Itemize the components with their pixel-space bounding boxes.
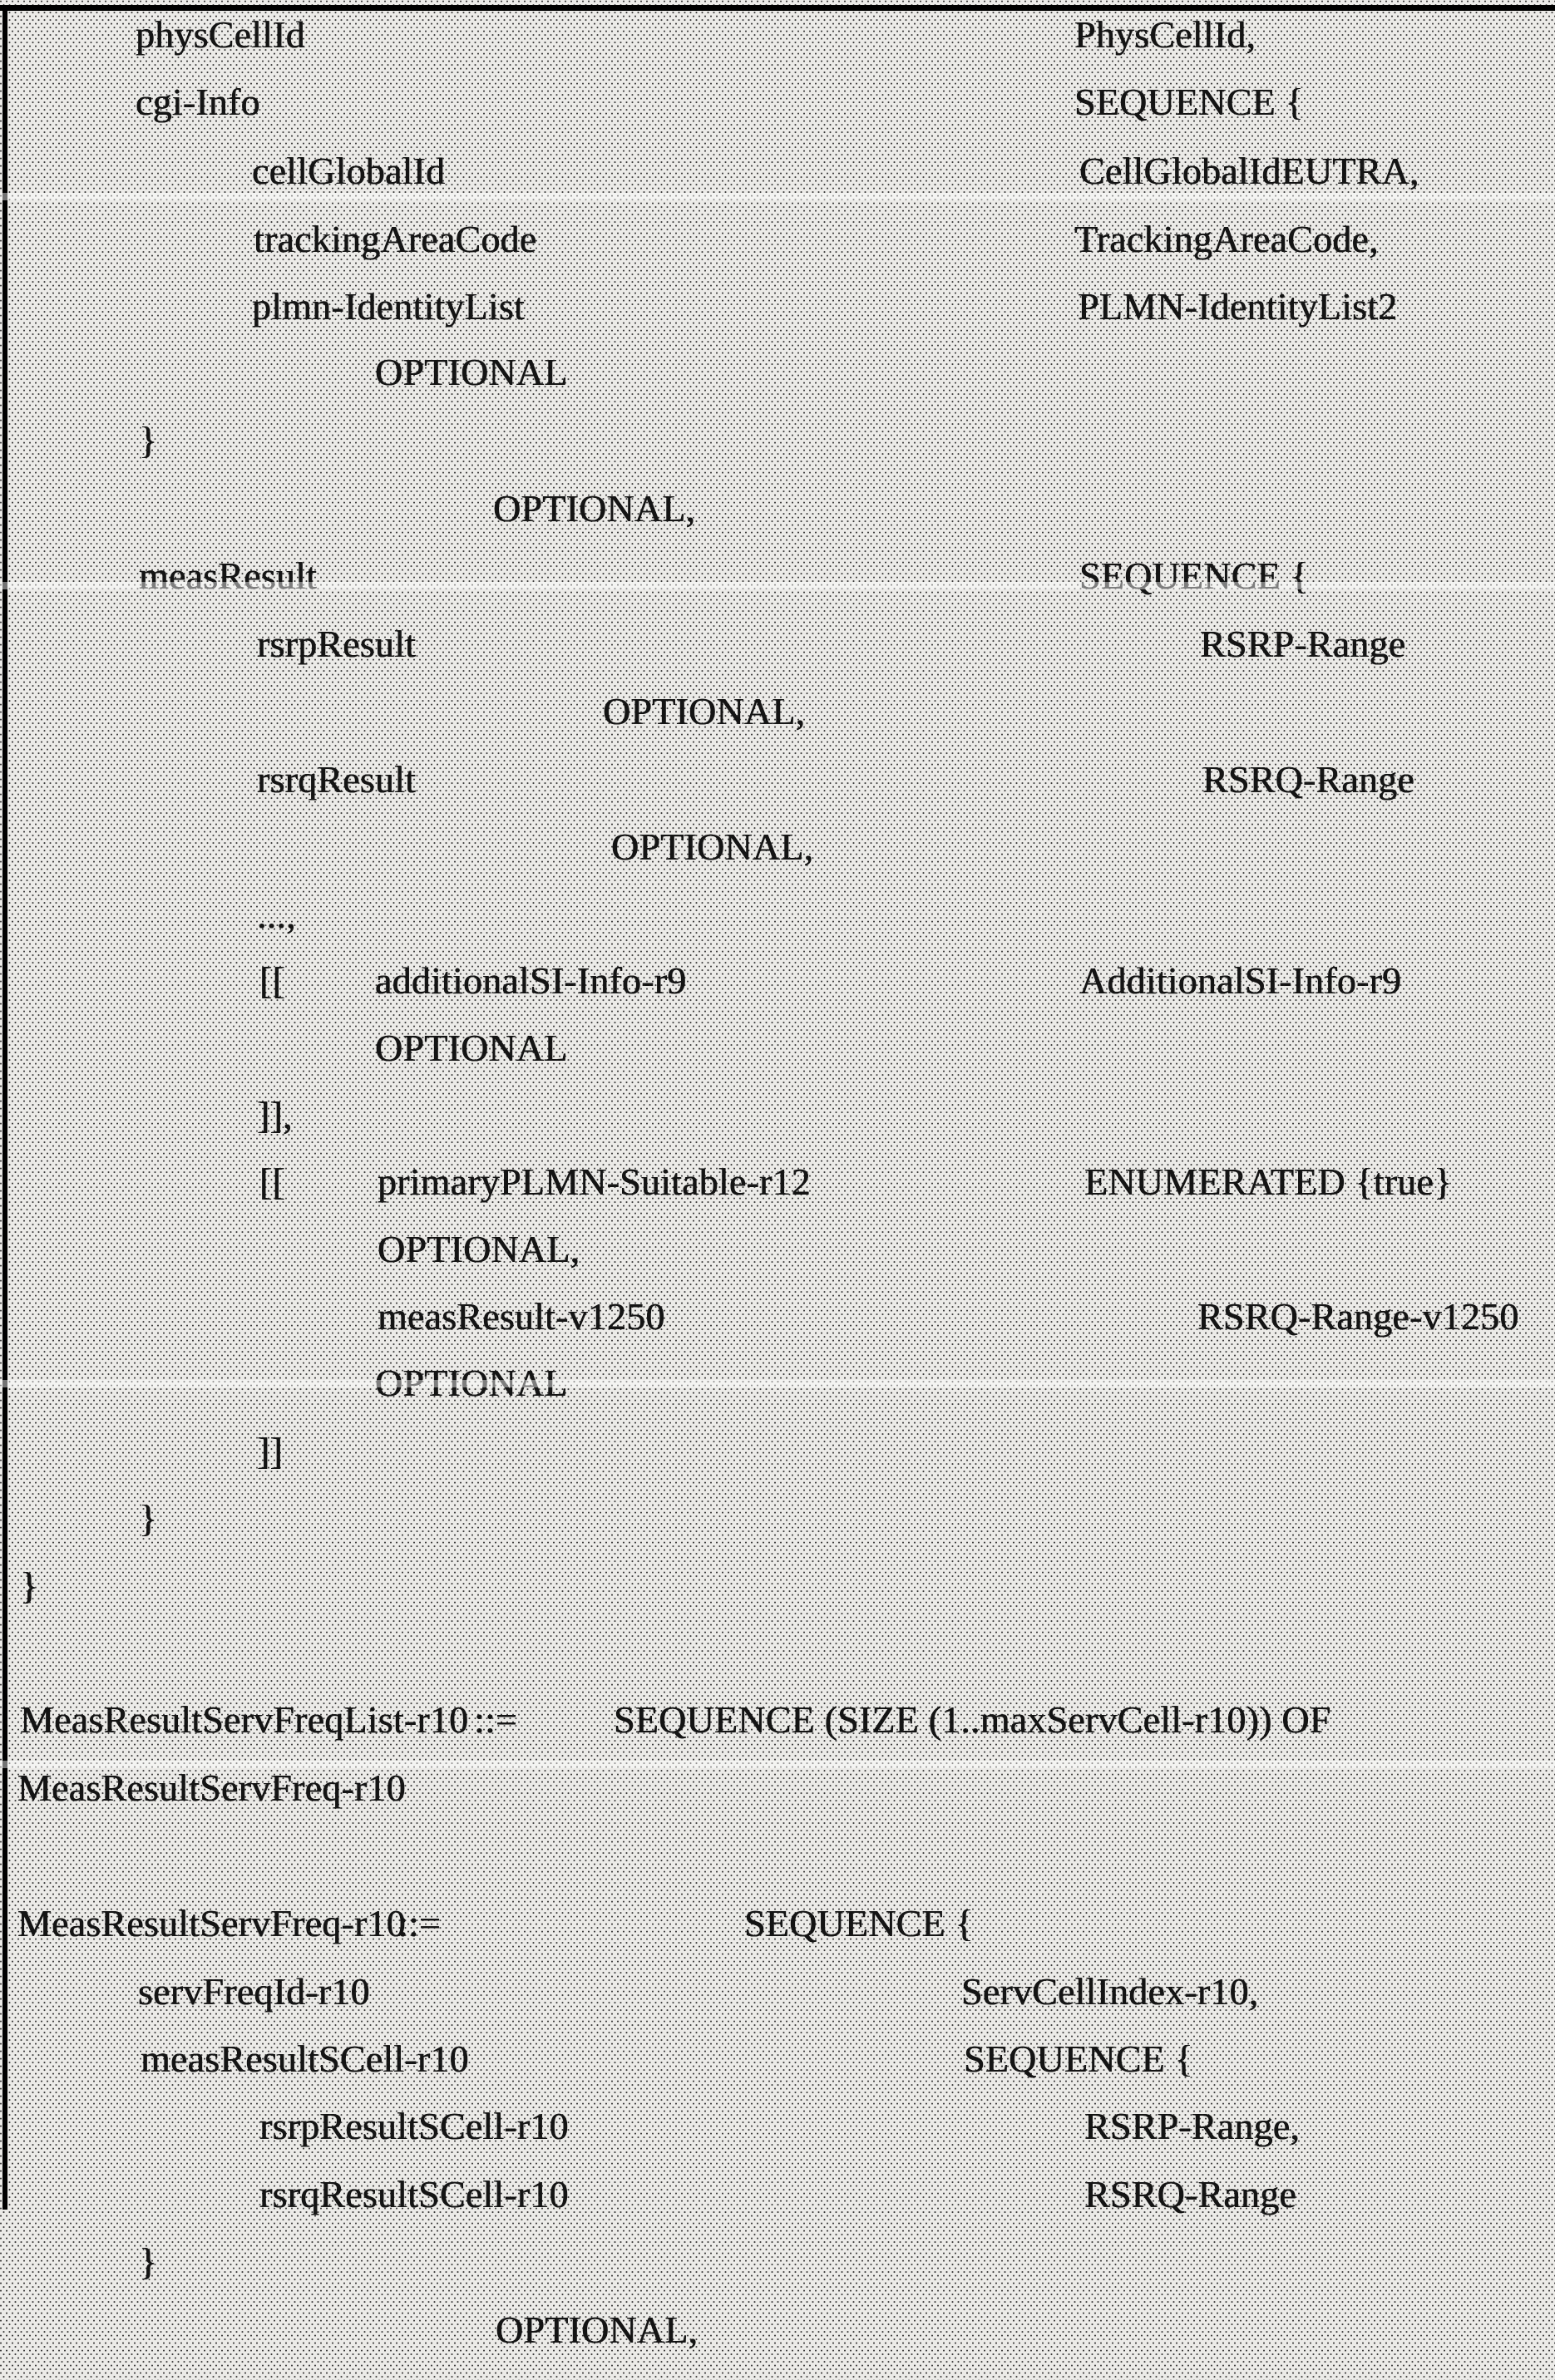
code-text: RSRQ-Range	[1202, 758, 1414, 801]
code-line: plmn-IdentityList PLMN-IdentityList2	[0, 283, 1555, 330]
scan-artifact-band	[0, 1380, 1555, 1387]
code-line: rsrpResultSCell-r10 RSRP-Range,	[0, 2103, 1555, 2150]
code-line: ]],	[0, 1092, 1555, 1139]
code-text: physCellId	[136, 13, 305, 56]
code-text: TrackingAreaCode,	[1074, 218, 1379, 260]
code-line: OPTIONAL	[0, 1025, 1555, 1072]
code-text: OPTIONAL,	[493, 487, 696, 530]
code-text: }	[139, 2240, 158, 2283]
code-text: SEQUENCE {	[1079, 554, 1309, 597]
code-text: [[	[259, 959, 286, 1002]
code-text: SEQUENCE {	[744, 1902, 974, 1944]
code-line: trackingAreaCode TrackingAreaCode,	[0, 216, 1555, 263]
code-line: rsrqResult RSRQ-Range	[0, 756, 1555, 803]
code-text: ]]	[257, 1430, 284, 1472]
code-text: MeasResultServFreq-r10	[17, 1767, 406, 1809]
code-text: rsrpResultSCell-r10	[259, 2105, 569, 2147]
page-left-border	[2, 5, 7, 2210]
code-text: rsrqResult	[257, 758, 417, 801]
code-text: SEQUENCE {	[1074, 81, 1304, 123]
code-line: }	[0, 2239, 1555, 2285]
code-line: }	[0, 1496, 1555, 1542]
code-text: ::=	[397, 1902, 442, 1944]
code-line: rsrpResult RSRP-Range	[0, 621, 1555, 668]
code-line: MeasResultServFreq-r10	[0, 1765, 1555, 1811]
code-text: trackingAreaCode	[254, 218, 537, 260]
code-line: [[ primaryPLMN-Suitable-r12 ENUMERATED {tr…	[0, 1159, 1555, 1205]
code-line: OPTIONAL,	[0, 1226, 1555, 1273]
code-text: MeasResultServFreq-r10	[17, 1902, 406, 1944]
code-line: ]]	[0, 1428, 1555, 1475]
code-line: cellGlobalId CellGlobalIdEUTRA,	[0, 148, 1555, 195]
code-text: RSRQ-Range	[1084, 2173, 1296, 2215]
code-line: cgi-Info SEQUENCE {	[0, 79, 1555, 126]
code-line: OPTIONAL	[0, 349, 1555, 396]
code-text: RSRP-Range,	[1084, 2105, 1301, 2147]
code-text: MeasResultServFreqList-r10	[20, 1698, 469, 1741]
code-text: [[	[259, 1160, 286, 1203]
code-line: measResult-v1250 RSRQ-Range-v1250	[0, 1293, 1555, 1340]
code-line: physCellId PhysCellId,	[0, 12, 1555, 58]
code-line: }	[0, 1563, 1555, 1609]
code-text: measResultSCell-r10	[141, 2038, 469, 2080]
code-text: OPTIONAL	[375, 351, 568, 393]
code-text: OPTIONAL,	[496, 2309, 699, 2351]
code-line: OPTIONAL,	[0, 688, 1555, 735]
code-text: SEQUENCE {	[964, 2038, 1193, 2080]
code-text: ]],	[257, 1094, 293, 1136]
code-text: cgi-Info	[136, 81, 260, 123]
code-text: }	[139, 1497, 158, 1540]
code-text: ServCellIndex-r10,	[961, 1970, 1259, 2013]
code-line: [[ additionalSI-Info-r9 AdditionalSI-Info-…	[0, 958, 1555, 1004]
code-line: ...,	[0, 892, 1555, 939]
code-text: AdditionalSI-Info-r9	[1079, 959, 1402, 1002]
code-text: RSRP-Range	[1200, 623, 1406, 665]
code-line: MeasResultServFreq-r10::= SEQUENCE {	[0, 1900, 1555, 1947]
code-text: ENUMERATED {true}	[1084, 1160, 1453, 1203]
code-text: measResult-v1250	[378, 1295, 665, 1338]
code-line: servFreqId-r10 ServCellIndex-r10,	[0, 1969, 1555, 2015]
code-text: OPTIONAL,	[603, 690, 806, 732]
code-text: }	[20, 1564, 39, 1607]
code-text: RSRQ-Range-v1250	[1197, 1295, 1519, 1338]
code-text: CellGlobalIdEUTRA,	[1079, 150, 1419, 192]
scan-artifact-band	[0, 193, 1555, 200]
code-text: SEQUENCE (SIZE (1..maxServCell-r10)) OF	[614, 1698, 1331, 1741]
code-line: OPTIONAL,	[0, 824, 1555, 870]
code-text: OPTIONAL,	[378, 1228, 580, 1270]
code-line: rsrqResultSCell-r10 RSRQ-Range	[0, 2171, 1555, 2218]
code-text: cellGlobalId	[252, 150, 446, 192]
code-line: OPTIONAL	[0, 1360, 1555, 1407]
code-text: OPTIONAL	[375, 1027, 568, 1069]
code-text: rsrqResultSCell-r10	[259, 2173, 569, 2215]
code-text: ...,	[257, 894, 296, 936]
code-text: PLMN-IdentityList2	[1078, 285, 1398, 328]
scan-artifact-band	[0, 1761, 1555, 1768]
code-line: MeasResultServFreqList-r10::= SEQUENCE (S…	[0, 1697, 1555, 1743]
code-line: }	[0, 417, 1555, 464]
code-text: rsrpResult	[257, 623, 417, 665]
code-text: primaryPLMN-Suitable-r12	[378, 1160, 811, 1203]
code-text: OPTIONAL,	[611, 825, 814, 868]
code-text: OPTIONAL	[375, 1362, 568, 1404]
code-text: }	[139, 419, 158, 461]
code-text: PhysCellId,	[1074, 13, 1256, 56]
code-line: OPTIONAL,	[0, 2307, 1555, 2353]
code-line: OPTIONAL,	[0, 485, 1555, 532]
code-text: measResult	[139, 554, 318, 597]
code-text: servFreqId-r10	[138, 1970, 370, 2013]
code-text: additionalSI-Info-r9	[375, 959, 687, 1002]
code-text: ::=	[474, 1698, 518, 1741]
page-top-border	[0, 5, 1555, 11]
code-line: measResult SEQUENCE {	[0, 553, 1555, 599]
scan-artifact-band	[0, 582, 1555, 589]
code-text: plmn-IdentityList	[252, 285, 525, 328]
code-line: measResultSCell-r10 SEQUENCE {	[0, 2036, 1555, 2082]
